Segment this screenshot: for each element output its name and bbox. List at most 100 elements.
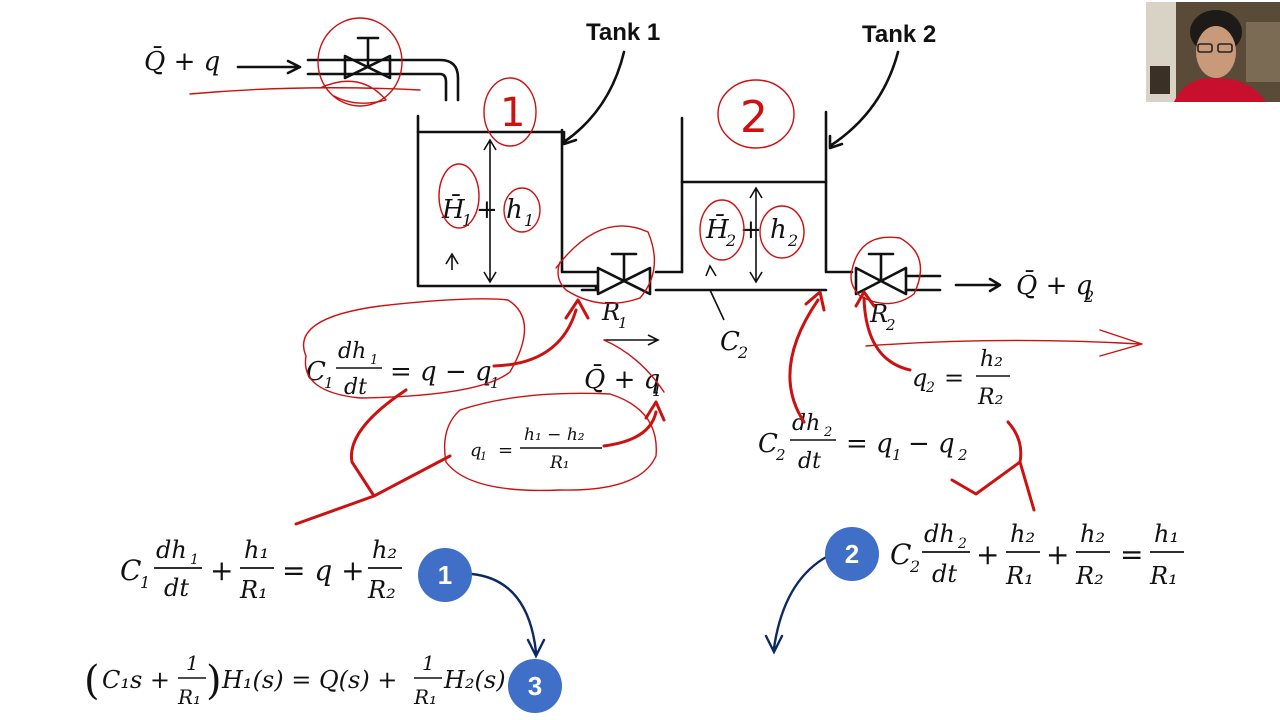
valve-r1-icon [596, 266, 652, 296]
arrow-badge2-down [764, 554, 830, 655]
r1-label: R 1 [601, 298, 628, 332]
svg-text:dt: dt [164, 574, 189, 602]
svg-text:1: 1 [422, 651, 435, 675]
svg-text:Q̄ + q: Q̄ + q [1016, 269, 1092, 301]
svg-text:1: 1 [618, 314, 628, 332]
annotation-H1-circle [438, 163, 480, 229]
tank2-pointer [828, 50, 900, 150]
svg-text:dt: dt [344, 375, 367, 400]
svg-text:q: q [912, 364, 927, 392]
svg-text:h₁ − h₂: h₁ − h₂ [524, 425, 585, 445]
svg-text:2: 2 [725, 231, 736, 250]
svg-text:1: 1 [462, 211, 472, 230]
svg-text:h₂: h₂ [980, 347, 1003, 372]
annotation-inflow-underline [189, 80, 421, 104]
svg-text:R₁: R₁ [413, 685, 437, 709]
annotation-r2-loop [850, 236, 922, 305]
svg-text:1: 1 [480, 450, 487, 463]
svg-text:2: 2 [775, 446, 786, 464]
svg-text:C: C [120, 554, 141, 587]
svg-text:R₂: R₂ [367, 576, 396, 604]
tank2-capacitance-pointer [705, 264, 725, 321]
svg-text:C: C [720, 327, 740, 357]
annotation-tank1-circle [483, 77, 537, 147]
tank2-balance-equation: C 2 dh 2 dt = q 1 − q 2 [758, 411, 968, 474]
equation-1: C 1 dh 1 dt + h₁ R₁ = q + h₂ R₂ [120, 536, 402, 604]
svg-text:C: C [758, 429, 778, 459]
annotation-arrow-to-c2 [788, 290, 826, 424]
svg-text:C: C [890, 538, 911, 571]
tank1-balance-equation: C 1 dh 1 dt = q − q 1 [306, 339, 500, 400]
svg-text:R₁: R₁ [1149, 562, 1178, 590]
svg-text:1: 1 [186, 651, 199, 675]
svg-text:= q: = q [846, 429, 893, 459]
tank1-label: Tank 1 [586, 19, 660, 46]
tank1-wall-left-bottom [416, 114, 598, 288]
svg-text:2: 2 [957, 536, 967, 552]
annotation-brace-eq1 [294, 388, 452, 526]
svg-text:dh: dh [792, 411, 820, 436]
q1-definition-equation: q 1 = h₁ − h₂ R₁ [470, 425, 602, 473]
c2-label: C 2 [720, 327, 748, 362]
presenter-video-image [1146, 2, 1280, 102]
tank1-level-label: H̄ 1 + h 1 [441, 193, 534, 230]
svg-text:= q − q: = q − q [390, 357, 492, 387]
annotation-outflow-underline [865, 329, 1143, 357]
svg-text:+ h: + h [740, 215, 787, 245]
equation-3: ( C₁s + 1 R₁ ) H₁(s) = Q(s) + 1 R₁ H₂(s) [84, 651, 506, 709]
svg-text:R₁: R₁ [239, 576, 268, 604]
svg-text:h₂: h₂ [1010, 520, 1035, 548]
annotation-brace-eq2 [950, 420, 1036, 512]
svg-text:C: C [306, 357, 326, 387]
inflow-arrow [236, 59, 302, 75]
inflow-pipe-bottom [306, 72, 448, 102]
flow-q1-label: Q̄ + q 1 [584, 363, 662, 400]
valve-r2-stem [867, 252, 895, 283]
svg-text:2: 2 [957, 446, 968, 464]
svg-text:R₂: R₂ [977, 385, 1003, 410]
tank2-wall-right [824, 110, 854, 274]
svg-text:2: 2 [787, 231, 798, 250]
svg-text:1: 1 [524, 211, 534, 230]
flow-q1-arrow [604, 334, 660, 346]
presenter-webcam [1146, 2, 1280, 102]
svg-text:2: 2 [1083, 287, 1094, 306]
badge-1[interactable]: 1 [418, 548, 472, 602]
annotation-q1-loop [443, 392, 657, 492]
tank1-pointer [562, 50, 626, 146]
svg-text:=: = [498, 440, 513, 461]
svg-text:=: = [1120, 538, 1143, 571]
inflow-pipe-top [306, 58, 460, 102]
svg-text:1: 1 [892, 446, 902, 464]
svg-text:+ h: + h [476, 195, 523, 225]
valve-r1-stem [610, 252, 638, 283]
svg-text:dh: dh [924, 520, 955, 548]
badge-3[interactable]: 3 [508, 659, 562, 713]
svg-text:(: ( [84, 658, 100, 704]
svg-text:dh: dh [338, 339, 366, 364]
tank1-capacitance-arrow [445, 252, 459, 270]
svg-text:+: + [1046, 538, 1069, 571]
svg-text:): ) [206, 658, 222, 704]
svg-text:h₂: h₂ [1080, 520, 1105, 548]
svg-text:C₁s +: C₁s + [102, 666, 170, 694]
annotation-q1-swirl [603, 339, 665, 393]
svg-text:H₂(s): H₂(s) [443, 666, 506, 694]
svg-text:1: 1 [140, 573, 150, 592]
svg-text:+: + [210, 554, 233, 587]
outlet-pipe [904, 274, 942, 292]
svg-text:=: = [944, 364, 964, 392]
annotation-inflow-valve-circle [317, 17, 403, 107]
annotation-arrow-to-r1 [492, 298, 590, 368]
inflow-valve-icon [343, 54, 392, 80]
svg-text:= q +: = q + [282, 554, 365, 587]
outflow-arrow [954, 277, 1002, 293]
svg-text:− q: − q [908, 429, 955, 459]
svg-text:1: 1 [324, 374, 334, 392]
svg-text:R₂: R₂ [1075, 562, 1104, 590]
svg-text:1: 1 [438, 560, 452, 590]
badge-2[interactable]: 2 [825, 527, 879, 581]
svg-text:1: 1 [190, 552, 199, 568]
arrow-badge1-to-badge3 [470, 572, 546, 659]
